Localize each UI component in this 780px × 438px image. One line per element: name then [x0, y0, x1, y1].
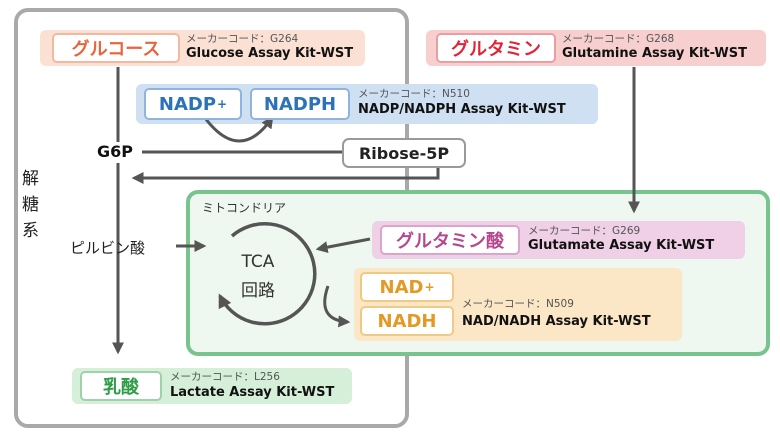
glutamine-kit: Glutamine Assay Kit-WST	[562, 46, 748, 61]
glutamate-tag: グルタミン酸	[380, 225, 520, 255]
nadp-code: メーカーコード：N510	[358, 88, 470, 100]
mitochondria-label: ミトコンドリア	[202, 201, 287, 215]
g6p-label: G6P	[97, 142, 133, 161]
ribose-tag: Ribose-5P	[342, 138, 466, 168]
lactate-tag: 乳酸	[80, 371, 162, 401]
pyruvate-label: ピルビン酸	[70, 239, 146, 257]
nadh-tag: NADH	[360, 306, 454, 336]
glycolysis-label-2: 糖	[22, 195, 39, 215]
nadp-kit: NADP/NADPH Assay Kit-WST	[358, 102, 566, 117]
glucose-tag: グルコース	[52, 33, 180, 63]
glycolysis-label-1: 解	[22, 169, 39, 189]
nad-label: NAD	[379, 276, 424, 298]
nadp-plus-tag: NADP+	[144, 88, 242, 120]
nadp-label: NADP	[158, 93, 217, 115]
glutamine-tag: グルタミン	[436, 33, 556, 63]
nad-kit: NAD/NADH Assay Kit-WST	[462, 314, 651, 329]
lactate-code: メーカーコード：L256	[170, 371, 280, 383]
glutamate-code: メーカーコード：G269	[528, 225, 641, 237]
lactate-kit: Lactate Assay Kit-WST	[170, 385, 335, 400]
glycolysis-label-3: 系	[22, 221, 39, 241]
tca-label: TCA	[241, 252, 275, 272]
glucose-kit: Glucose Assay Kit-WST	[186, 46, 354, 61]
nad-code: メーカーコード：N509	[462, 298, 574, 310]
tca-cycle-label: 回路	[241, 281, 275, 301]
nad-plus-tag: NAD+	[360, 272, 454, 302]
glutamine-code: メーカーコード：G268	[562, 33, 675, 45]
nadph-tag: NADPH	[250, 88, 350, 120]
glucose-code: メーカーコード：G264	[186, 33, 299, 45]
glutamate-kit: Glutamate Assay Kit-WST	[528, 238, 715, 253]
